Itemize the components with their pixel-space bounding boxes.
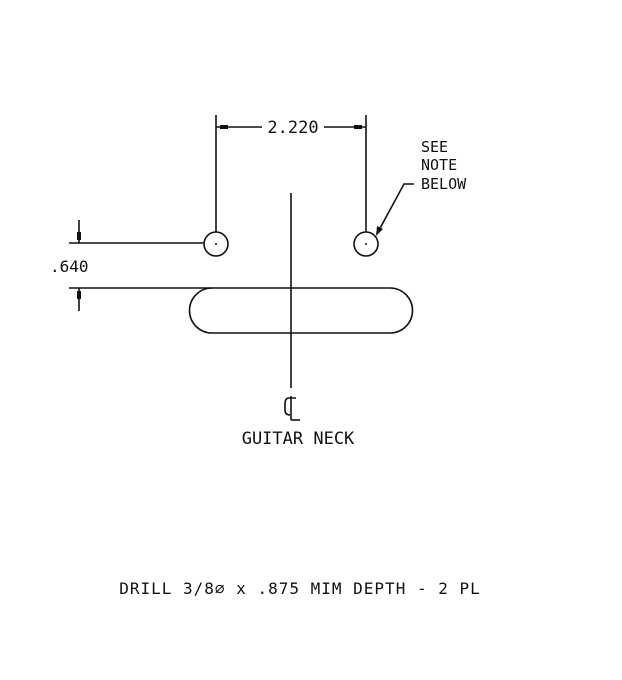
hole-left (203, 231, 229, 257)
centerline-symbol-text: CL (0, 0, 2, 1)
leader-arrowhead (376, 226, 383, 236)
offset-value: .640 (50, 257, 89, 276)
arrow-down (77, 291, 81, 299)
arrow-left (220, 125, 228, 129)
hole-spacing-value: 2.220 (267, 118, 318, 138)
note-leader (376, 183, 414, 236)
hole-right (353, 231, 379, 257)
callout-see: SEE (421, 138, 448, 156)
arrow-up (77, 232, 81, 240)
arrow-right (354, 125, 362, 129)
drill-note: DRILL 3/8⌀ x .875 MIM DEPTH - 2 PL (119, 579, 481, 598)
callout-note: NOTE (421, 156, 457, 174)
hole-spacing-dimension: 2.220 (215, 115, 367, 232)
centerline-symbol (284, 396, 300, 421)
offset-dimension: .640 (50, 220, 212, 311)
callout-below: BELOW (421, 175, 467, 193)
pickup-slot (188, 287, 414, 334)
centerline-label: GUITAR NECK (242, 429, 355, 449)
